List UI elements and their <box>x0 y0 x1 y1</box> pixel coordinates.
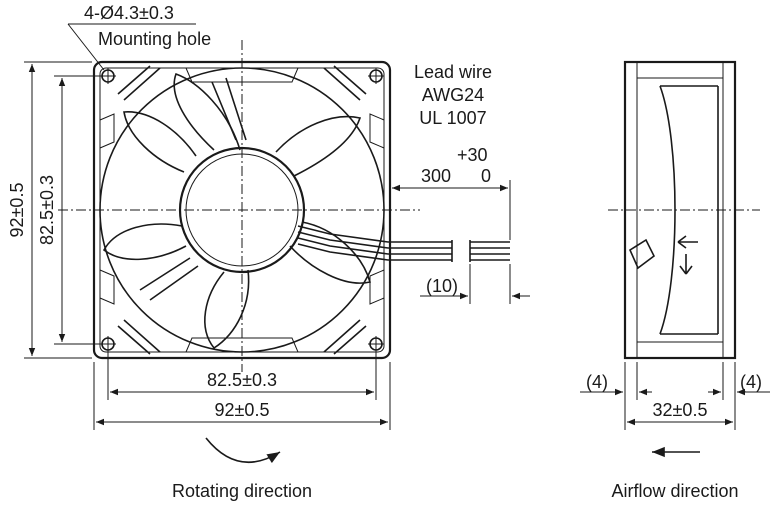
strip-length-dimension <box>420 264 530 304</box>
width-holes-value: 82.5±0.3 <box>207 370 277 390</box>
rotation-direction-arrow <box>205 437 281 464</box>
mounting-hole-spec: 4-Ø4.3±0.3 <box>84 3 174 23</box>
depth-value: 32±0.5 <box>653 400 708 420</box>
rotating-direction-caption: Rotating direction <box>172 481 312 501</box>
lead-tolerance-lower: 0 <box>481 166 491 186</box>
mounting-hole-label: Mounting hole <box>98 29 211 49</box>
height-holes-value: 82.5±0.3 <box>37 175 57 245</box>
side-wire-exit <box>628 238 656 270</box>
lead-wire-gauge: AWG24 <box>422 85 484 105</box>
side-flange-left <box>624 61 638 359</box>
airflow-direction-caption: Airflow direction <box>611 481 738 501</box>
front-view: 4-Ø4.3±0.3 Mounting hole Lead wire AWG24… <box>7 3 530 501</box>
width-holes-dimension <box>107 352 377 400</box>
width-outer-value: 92±0.5 <box>215 400 270 420</box>
frame-corner-ribs <box>99 65 385 355</box>
side-airflow-markers <box>677 235 698 275</box>
flange-right-value: (4) <box>740 372 762 392</box>
height-outer-value: 92±0.5 <box>7 183 27 238</box>
lead-wire-standard: UL 1007 <box>419 108 486 128</box>
fan-impeller-blades <box>102 72 372 350</box>
width-outer-dimension <box>93 362 391 430</box>
height-holes-dimension <box>54 75 102 345</box>
lead-length-value: 300 <box>421 166 451 186</box>
flange-left-value: (4) <box>586 372 608 392</box>
mounting-hole-leader <box>67 23 105 71</box>
strip-length-value: (10) <box>426 276 458 296</box>
lead-wire-bundle <box>297 225 510 262</box>
lead-length-dimension <box>389 180 511 240</box>
height-outer-dimension <box>24 61 92 359</box>
lead-wire-label: Lead wire <box>414 62 492 82</box>
side-view: (4) (4) 32±0.5 Airflow direction <box>580 60 770 501</box>
lead-tolerance-upper: +30 <box>457 145 488 165</box>
